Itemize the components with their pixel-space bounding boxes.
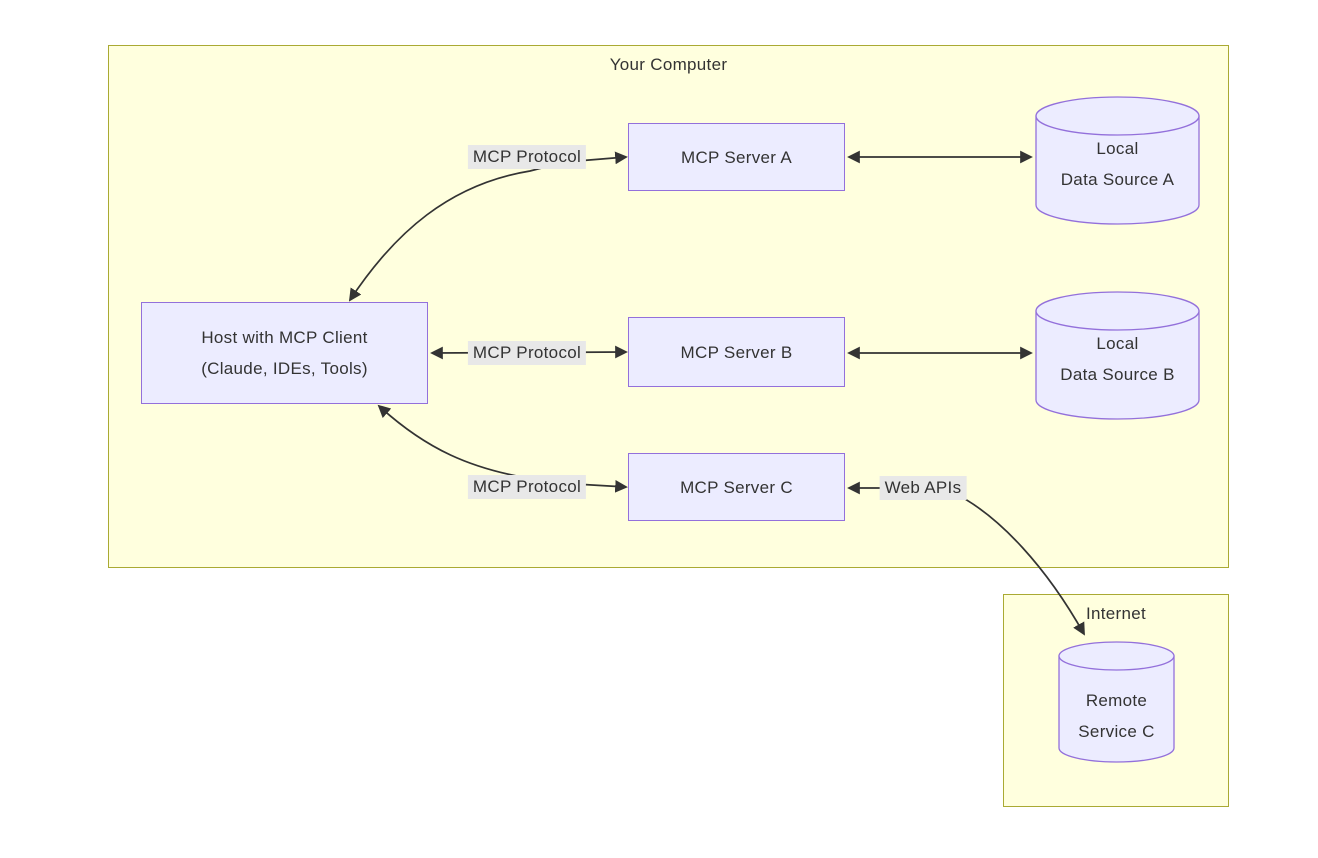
remote-service-c-label: Remote Service C — [1059, 685, 1174, 747]
your-computer-title: Your Computer — [609, 55, 728, 74]
edge-label-web-apis: Web APIs — [879, 476, 967, 500]
remote-service-c-line1: Remote — [1085, 691, 1148, 710]
host-label-line1: Host with MCP Client — [201, 328, 368, 347]
server-c-node: MCP Server C — [628, 453, 845, 521]
edge-label-mcp-protocol-b: MCP Protocol — [467, 341, 587, 365]
server-a-node: MCP Server A — [628, 123, 845, 191]
data-source-a-line1: Local — [1096, 139, 1139, 158]
data-source-b-line2: Data Source B — [1060, 365, 1175, 384]
data-source-b-label: Local Data Source B — [1036, 328, 1199, 390]
server-b-node: MCP Server B — [628, 317, 845, 387]
remote-service-c-line2: Service C — [1078, 722, 1155, 741]
server-a-label: MCP Server A — [681, 147, 792, 167]
host-node: Host with MCP Client (Claude, IDEs, Tool… — [141, 302, 428, 404]
data-source-b-line1: Local — [1096, 334, 1139, 353]
host-label-line2: (Claude, IDEs, Tools) — [201, 359, 368, 378]
internet-title: Internet — [1085, 604, 1147, 623]
data-source-a-line2: Data Source A — [1060, 170, 1175, 189]
edge-label-mcp-protocol-c: MCP Protocol — [467, 475, 587, 499]
edge-label-mcp-protocol-a: MCP Protocol — [467, 145, 587, 169]
server-c-label: MCP Server C — [680, 477, 793, 497]
server-b-label: MCP Server B — [680, 342, 793, 362]
data-source-a-label: Local Data Source A — [1036, 133, 1199, 195]
